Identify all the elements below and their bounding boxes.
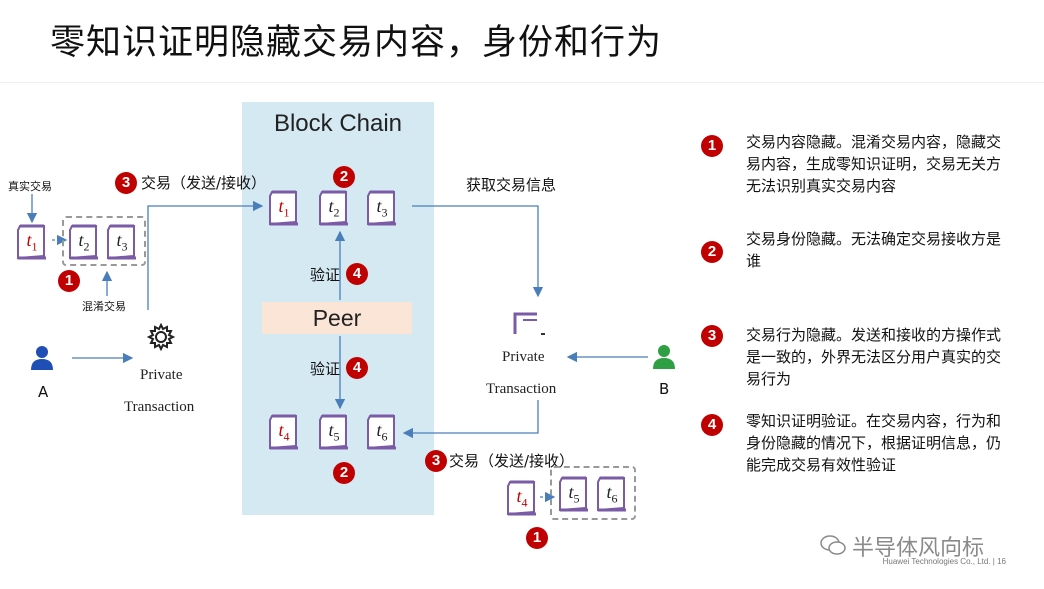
document-icon-t5-chain: t5 [316, 412, 352, 452]
label-get-tx-info: 获取交易信息 [466, 176, 557, 194]
person-icon-b [652, 344, 676, 370]
note-badge-3: 3 [701, 325, 723, 347]
label-private-right: Private [502, 349, 545, 365]
footer-separator: | [992, 557, 998, 566]
label-verify-bottom: 验证 [310, 360, 341, 378]
label-transaction-right: Transaction [486, 381, 557, 397]
label-private-left: Private [140, 367, 183, 383]
watermark-text: 半导体风向标 [852, 536, 985, 561]
badge-2-bottom: 2 [333, 462, 355, 484]
document-icon-t1-chain: t1 [266, 188, 302, 228]
footer-page: 16 [997, 557, 1006, 566]
document-icon-private [513, 310, 547, 336]
note-text-1: 交易内容隐藏。混淆交易内容，隐藏交易内容，生成零知识证明，交易无关方无法识别真实… [746, 133, 1002, 195]
badge-2-top: 2 [333, 166, 355, 188]
note-text-3: 交易行为隐藏。发送和接收的方操作式是一致的，外界无法区分用户真实的交易行为 [746, 326, 1002, 388]
document-icon-t5-bottom: t5 [556, 474, 592, 514]
mix-tx-box-bottom [550, 466, 636, 520]
note-badge-1: 1 [701, 135, 723, 157]
wechat-icon [820, 534, 846, 556]
label-mix-tx: 混淆交易 [82, 300, 126, 313]
tx-label: t4 [278, 420, 290, 444]
label-transaction-left: Transaction [124, 399, 195, 415]
footer-company: Huawei Technologies Co., Ltd. [882, 557, 991, 566]
footer: Huawei Technologies Co., Ltd. | 16 [883, 557, 1006, 566]
document-icon-t6-chain: t6 [364, 412, 400, 452]
person-icon-a [30, 345, 54, 371]
document-icon-t6-bottom: t6 [594, 474, 630, 514]
tx-label: t1 [26, 230, 38, 254]
badge-3-bottom: 3 [425, 450, 447, 472]
badge-4-bottom: 4 [346, 357, 368, 379]
tx-label: t4 [516, 486, 528, 510]
label-tx-send-recv-top: 交易（发送/接收） [141, 174, 267, 192]
tx-label: t5 [328, 420, 340, 444]
tx-label: t2 [328, 196, 340, 220]
label-tx-send-recv-bottom: 交易（发送/接收） [449, 452, 575, 470]
document-icon-t4-chain: t4 [266, 412, 302, 452]
document-icon-t4-bottom: t4 [504, 478, 540, 518]
tx-label: t1 [278, 196, 290, 220]
badge-1-left: 1 [58, 270, 80, 292]
tx-label: t5 [568, 482, 580, 506]
label-party-a: A [38, 383, 49, 401]
title-divider [0, 82, 1044, 83]
tx-label: t6 [376, 420, 388, 444]
label-party-b: B [659, 380, 670, 398]
tx-label: t3 [116, 230, 128, 254]
tx-label: t3 [376, 196, 388, 220]
note-text-2: 交易身份隐藏。无法确定交易接收方是谁 [746, 230, 1002, 270]
note-text-4: 零知识证明验证。在交易内容，行为和身份隐藏的情况下，根据证明信息，仍能完成交易有… [746, 412, 1002, 474]
document-icon-t3-chain: t3 [364, 188, 400, 228]
note-badge-4: 4 [701, 414, 723, 436]
label-verify-top: 验证 [310, 266, 341, 284]
tx-label: t2 [78, 230, 90, 254]
document-icon-t1-left: t1 [14, 222, 50, 262]
blockchain-title: Block Chain [273, 110, 403, 137]
peer-box: Peer [262, 302, 412, 334]
mix-tx-box [62, 216, 146, 266]
badge-1-bottom: 1 [526, 527, 548, 549]
note-badge-2: 2 [701, 241, 723, 263]
badge-3-top: 3 [115, 172, 137, 194]
gear-icon [146, 322, 176, 352]
tx-label: t6 [606, 482, 618, 506]
document-icon-t2-left: t2 [66, 222, 102, 262]
page-title: 零知识证明隐藏交易内容，身份和行为 [50, 23, 663, 63]
badge-4-top: 4 [346, 263, 368, 285]
document-icon-t3-left: t3 [104, 222, 140, 262]
document-icon-t2-chain: t2 [316, 188, 352, 228]
label-real-tx: 真实交易 [8, 180, 52, 193]
